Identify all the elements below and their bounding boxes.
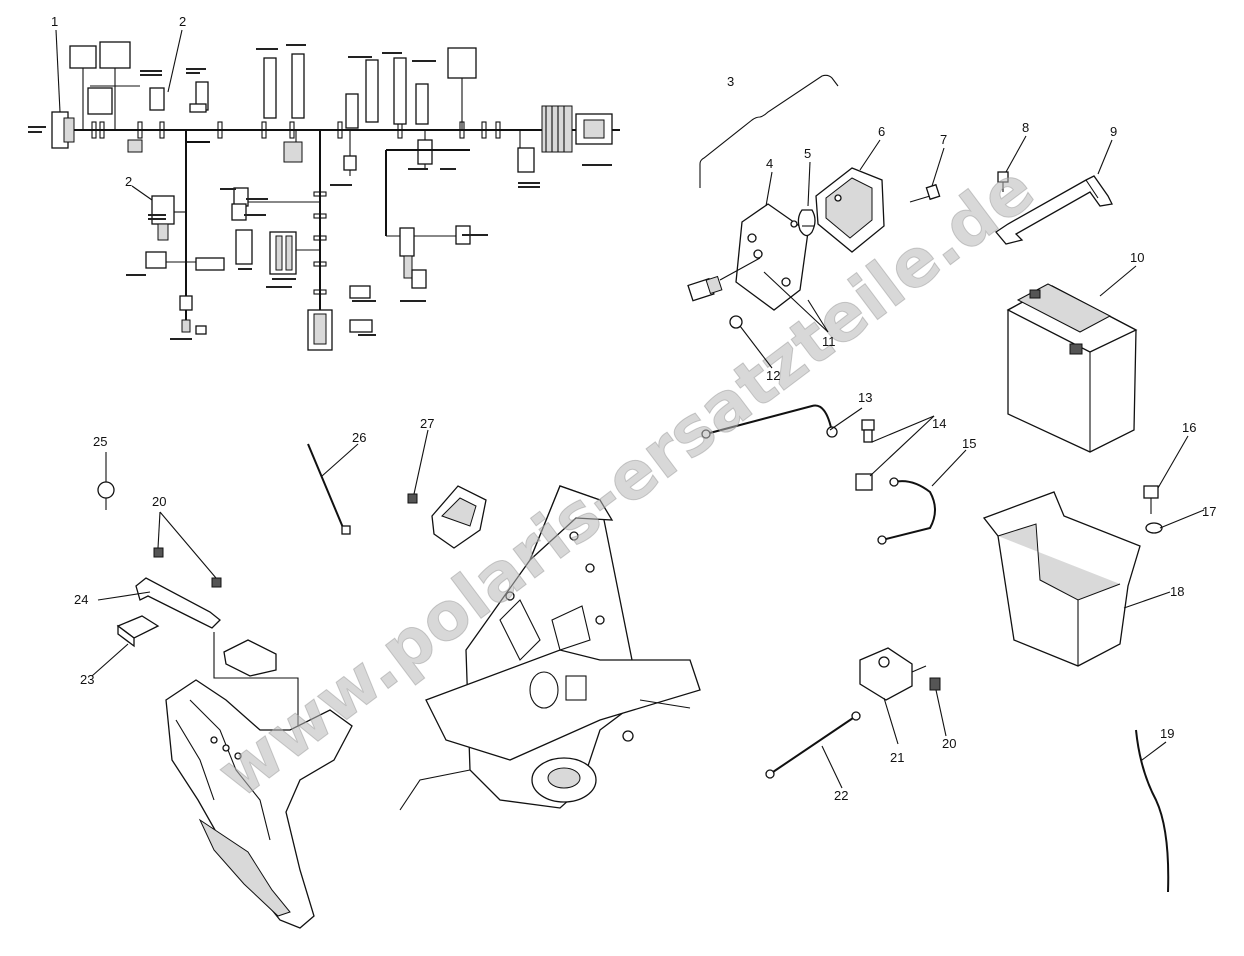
battery-box-part-18: [982, 491, 1141, 667]
cable-tie-part-26: [307, 443, 351, 535]
cable-part-15: [877, 477, 936, 545]
bolt-nut-part-14: [855, 419, 875, 491]
leader-lines: [55, 29, 1205, 789]
callout-15: 15: [962, 436, 976, 451]
callout-26: 26: [352, 430, 366, 445]
washer-part-17: [1145, 522, 1163, 534]
callout-9: 9: [1110, 124, 1117, 139]
callout-10: 10: [1130, 250, 1144, 265]
callout-3: 3: [727, 74, 734, 89]
callout-11: 11: [822, 334, 836, 349]
callout-19: 19: [1160, 726, 1174, 741]
callout-23: 23: [80, 672, 94, 687]
callout-12: 12: [766, 368, 780, 383]
screw-part-20a-1: [153, 547, 164, 558]
mount-block: [223, 639, 277, 677]
screw-part-20a-2: [211, 577, 222, 588]
callout-20-left: 20: [152, 494, 166, 509]
callout-16: 16: [1182, 420, 1196, 435]
clip-part-25: [97, 481, 115, 510]
screw-part-7: [909, 183, 941, 203]
callout-4: 4: [766, 156, 773, 171]
fuse-block-part-4: [735, 203, 809, 311]
callout-20-right: 20: [942, 736, 956, 751]
bolt-part-16: [1143, 485, 1159, 514]
cable-part-22: [765, 711, 861, 779]
wiring-schematic: [28, 41, 620, 351]
battery-cable-part-13: [701, 404, 838, 439]
screw-part-20b: [929, 677, 941, 691]
nut-part-12: [729, 315, 743, 329]
main-frame: [399, 485, 701, 811]
callout-13: 13: [858, 390, 872, 405]
solenoid-part-21: [859, 647, 927, 701]
callout-8: 8: [1022, 120, 1029, 135]
callout-24: 24: [74, 592, 88, 607]
callout-7: 7: [940, 132, 947, 147]
callouts: 1 2 2 3 4 5 6 7 8 9 10 11 12 13 14 15 16…: [51, 14, 1216, 803]
relay-part-23: [116, 615, 160, 648]
bracket-part-24: [135, 577, 221, 629]
watermark-text: www.polaris-ersatzteile.de: [203, 150, 1048, 813]
callout-2-top: 2: [179, 14, 186, 29]
callout-25: 25: [93, 434, 107, 449]
callout-2-left: 2: [125, 174, 132, 189]
front-frame: [165, 679, 353, 929]
callout-1: 1: [51, 14, 58, 29]
callout-5: 5: [804, 146, 811, 161]
switch-connector: [431, 485, 487, 549]
callout-21: 21: [890, 750, 904, 765]
hold-down-bracket-part-9: [995, 175, 1113, 245]
callout-14: 14: [932, 416, 946, 431]
battery-part-10: [1006, 283, 1138, 453]
callout-22: 22: [834, 788, 848, 803]
callout-18: 18: [1170, 584, 1184, 599]
connector-part-11: [687, 257, 761, 302]
vent-tube-part-19: [1135, 729, 1170, 893]
bulb-part-5: [797, 209, 816, 237]
callout-6: 6: [878, 124, 885, 139]
callout-17: 17: [1202, 504, 1216, 519]
bolt-part-8: [997, 171, 1009, 192]
group-bracket-3: [699, 74, 839, 188]
housing-part-6: [815, 167, 885, 253]
callout-27: 27: [420, 416, 434, 431]
screw-part-27: [407, 493, 418, 504]
